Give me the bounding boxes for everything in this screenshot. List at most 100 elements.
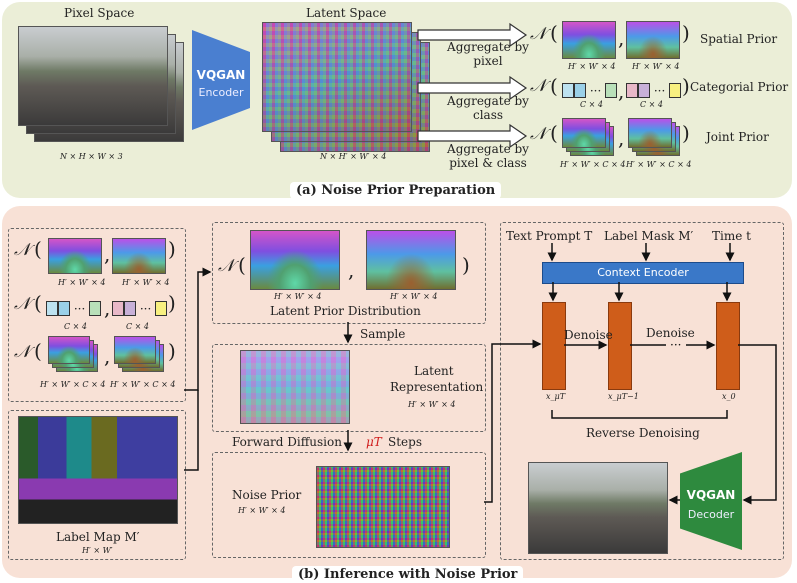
noise-prior-label: Noise Prior	[232, 488, 302, 502]
latent-space-dims: N × H′ × W′ × 4	[320, 152, 387, 161]
sample-label: Sample	[360, 327, 406, 341]
decoder-title: VQGAN	[686, 488, 736, 502]
normal-symbol-joint: 𝒩	[530, 124, 547, 144]
normal-symbol: 𝒩	[218, 256, 235, 276]
spatial-mean-image	[562, 21, 616, 59]
latent-space-title: Latent Space	[306, 6, 387, 20]
pixel-image-front	[18, 26, 168, 126]
noise-prior-dims: H′ × W′ × 4	[238, 506, 286, 515]
comma: ,	[348, 258, 355, 282]
joint-dims-1: H′ × W′ × C × 4	[560, 160, 626, 169]
label-map-dims: H′ × W′	[82, 546, 113, 555]
categ-var-vectors: ···	[112, 298, 168, 317]
categ-mean-vectors: ···	[46, 298, 102, 317]
panel-b-caption: (b) Inference with Noise Prior	[292, 566, 524, 583]
class-square	[89, 301, 102, 316]
normal-symbol-spatial: 𝒩	[530, 24, 547, 44]
ellipsis-dots: ···	[670, 338, 681, 352]
class-square	[669, 83, 682, 98]
latent-representation-box	[212, 344, 486, 432]
reverse-denoising-box	[500, 222, 784, 560]
paren-close: )	[168, 237, 176, 261]
noise-prior-box	[212, 452, 486, 558]
ellipsis: ···	[70, 302, 90, 316]
denoise-label-1: Denoise	[564, 328, 613, 342]
spatial-mean-image	[48, 238, 102, 274]
categ-dims-1: C × 4	[580, 100, 603, 109]
arrow-to-spatial	[417, 22, 528, 48]
joint-var-stack-front	[114, 336, 156, 364]
paren-open: (	[34, 237, 42, 261]
dims-joint-left: H′ × W′ × C × 4	[40, 380, 106, 389]
joint-var-stack-front	[628, 118, 672, 148]
latent-prior-distribution-label: Latent Prior Distribution	[270, 304, 421, 318]
latent-rep-line-2: Representation	[390, 380, 484, 394]
latent-rep-line-1: Latent	[414, 364, 454, 378]
spatial-dims-2: H′ × W′ × 4	[632, 62, 680, 71]
encoder-subtitle: Encoder	[198, 86, 244, 99]
dims-spatial-right: H′ × W′ × 4	[122, 278, 170, 287]
lpd-var-image	[366, 230, 456, 290]
comma: ,	[104, 344, 111, 368]
normal-symbol: 𝒩	[14, 342, 31, 362]
arrow-noise-to-unet	[484, 339, 542, 503]
joint-mean-stack-front	[48, 336, 90, 364]
paren-open: (	[550, 21, 558, 45]
arrow-to-categorial	[417, 75, 528, 101]
text-prompt-label: Text Prompt T	[506, 229, 593, 243]
aggregate-by-pixel: Aggregate by pixel	[447, 40, 529, 68]
forward-diffusion-label: Forward Diffusion	[232, 435, 342, 449]
x-mu-t-label: x_μT	[546, 392, 566, 401]
dims-spatial-left: H′ × W′ × 4	[58, 278, 106, 287]
unet-block-3	[716, 302, 740, 390]
paren-close: )	[682, 21, 690, 45]
paren-close: )	[462, 253, 470, 277]
comma: ,	[104, 296, 111, 320]
noise-prior-image	[316, 466, 450, 548]
joint-mean-stack-front	[562, 118, 606, 148]
spatial-var-image	[626, 21, 680, 59]
class-square	[124, 301, 136, 316]
paren-open: (	[238, 253, 246, 277]
comma: ,	[618, 26, 625, 50]
steps-label: Steps	[388, 435, 422, 449]
latent-prior-distribution-box	[212, 222, 486, 324]
joint-prior-label: Joint Prior	[706, 130, 769, 144]
class-square	[562, 83, 574, 98]
panel-a-caption: (a) Noise Prior Preparation	[290, 182, 502, 199]
class-square	[46, 301, 58, 316]
lpd-dims-right: H′ × W′ × 4	[390, 292, 438, 301]
paren-open: (	[34, 291, 42, 315]
dims-categ-right: C × 4	[126, 322, 149, 331]
dims-categ-left: C × 4	[64, 322, 87, 331]
aggregate-by-pixel-and-class: Aggregate by pixel & class	[447, 142, 529, 170]
class-square	[626, 83, 638, 98]
x-0-label: x_0	[722, 392, 736, 401]
label-map-box	[8, 410, 186, 560]
pixel-space-dims: N × H × W × 3	[60, 152, 123, 161]
class-square	[574, 83, 586, 98]
lpd-mean-image	[250, 230, 340, 290]
label-map-image	[18, 416, 178, 524]
paren-open: (	[550, 74, 558, 98]
arrow-priors-to-lpd	[184, 267, 212, 391]
spatial-dims-1: H′ × W′ × 4	[568, 62, 616, 71]
normal-symbol: 𝒩	[14, 294, 31, 314]
lpd-dims-left: H′ × W′ × 4	[274, 292, 322, 301]
categ-dims-2: C × 4	[640, 100, 663, 109]
class-square	[112, 301, 124, 316]
spatial-prior-label: Spatial Prior	[700, 32, 778, 46]
paren-open: (	[34, 339, 42, 363]
comma: ,	[618, 79, 625, 103]
prior-options-box	[8, 228, 186, 402]
ellipsis: ···	[136, 302, 156, 316]
reverse-denoising-label: Reverse Denoising	[586, 426, 700, 440]
mu-t-steps-var: μT	[366, 435, 382, 449]
time-label: Time t	[712, 229, 751, 243]
categ-mean-vectors: ···	[562, 80, 618, 99]
latent-representation-image	[240, 350, 350, 424]
paren-open: (	[550, 121, 558, 145]
normal-symbol: 𝒩	[14, 240, 31, 260]
